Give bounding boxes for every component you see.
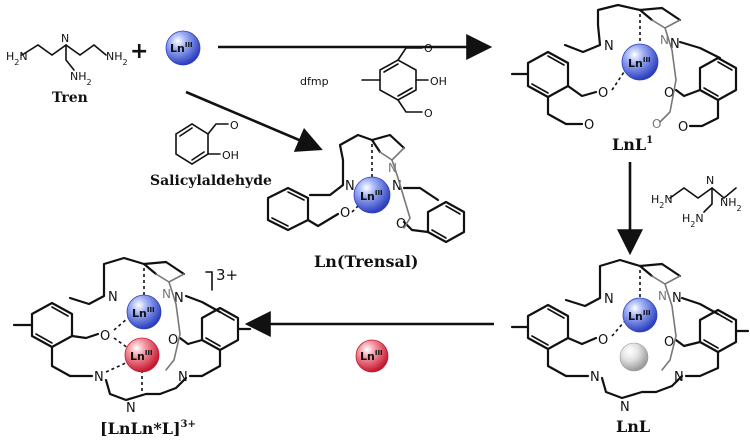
lnlnl-o-right: O: [168, 333, 178, 348]
tren-structure: H2N N NH2 NH2 Tren: [6, 32, 128, 106]
lnl-n-upper-right: N: [672, 291, 682, 306]
tren-nh2-bottom: NH2: [70, 70, 92, 87]
tren2-nh2-right: NH2: [720, 196, 742, 213]
lnl1-ln-text: LnIII: [628, 56, 651, 70]
ln-ion-blue-reagent: LnIII: [165, 30, 201, 66]
trensal-ln-text: LnIII: [360, 189, 383, 203]
lnl1-n-back: N: [660, 33, 669, 47]
tren2-nh2-bottom: H2N: [682, 212, 704, 229]
salicyl-cho: O: [230, 119, 239, 132]
lnl1-label: LnL1: [612, 135, 653, 154]
lnl-label: LnL: [616, 417, 650, 436]
lnl-n-back: N: [658, 289, 667, 303]
tren-label: Tren: [52, 90, 88, 106]
arrow-to-lntrensal: [185, 90, 323, 152]
trensal-n-back: N: [388, 161, 397, 175]
lnlnl-structure: N O N N N O N N LnIII LnIII 3+ [LnLn*L]3…: [12, 256, 252, 438]
lnlnl-ln-red-text: LnIII: [130, 349, 153, 363]
lnl1-structure: N O O N O O N O LnIII LnL1: [510, 3, 738, 154]
tren-n-center: N: [61, 32, 69, 45]
lnl-n-bottom: N: [620, 400, 630, 415]
trensal-n-left: N: [345, 179, 355, 194]
lnlnl-n-upper-right: N: [174, 291, 184, 306]
lnl1-o-left: O: [598, 86, 608, 101]
lnlnl-n-upper-left: N: [108, 290, 118, 305]
lnlnl-n-back: N: [162, 287, 171, 301]
lnl1-cho-left: O: [584, 118, 594, 133]
dfmp-oh: OH: [430, 75, 447, 88]
ln-ion-red-reagent: LnIII: [355, 339, 389, 373]
trensal-n-right: N: [392, 179, 402, 194]
lnl-o-right: O: [664, 335, 674, 350]
lnl-n-upper-left: N: [604, 292, 614, 307]
lntrensal-label: Ln(Trensal): [314, 252, 418, 271]
lnl1-o-back: O: [652, 117, 661, 131]
salicylaldehyde-structure: O OH Salicylaldehyde: [150, 119, 272, 189]
trensal-o-left: O: [340, 206, 350, 221]
salicylaldehyde-label: Salicylaldehyde: [150, 173, 272, 189]
red-ln-text: LnIII: [360, 349, 383, 363]
lnl-o-left: O: [598, 333, 608, 348]
ln-ion-text: LnIII: [170, 41, 193, 55]
lnl-n-lower-right: N: [674, 370, 684, 385]
lnlnl-n-lower-left: N: [94, 370, 104, 385]
tren-reagent-side: N H2N H2N NH2: [651, 174, 742, 229]
lnl-structure: N O N N N O N N LnIII LnL: [510, 258, 750, 436]
dfmp-label: dfmp: [300, 75, 329, 88]
lnl1-cho-right: O: [678, 120, 688, 135]
dfmp-cho-top: O: [424, 42, 433, 55]
lnlnl-o-left: O: [100, 329, 110, 344]
vacant-site-sphere: [619, 342, 649, 372]
tren2-nh2-left: H2N: [651, 193, 673, 210]
lnl1-n-right: N: [670, 37, 680, 52]
lnlnl-ln-blue-text: LnIII: [132, 306, 155, 320]
ln-trensal-structure: N O N O N LnIII Ln(Trensal): [266, 133, 466, 271]
lnl1-o-right: O: [664, 86, 674, 101]
lnlnl-label: [LnLn*L]3+: [100, 419, 196, 438]
dfmp-structure: dfmp O OH O: [300, 42, 447, 120]
lnlnl-charge: 3+: [216, 266, 238, 284]
tren-nh2-left: H2N: [6, 50, 28, 67]
trensal-o-right: O: [396, 217, 406, 232]
lnlnl-n-lower-right: N: [178, 370, 188, 385]
lnl-n-lower-left: N: [590, 370, 600, 385]
tren-nh2-right: NH2: [106, 50, 128, 67]
lnl-ln-text: LnIII: [628, 309, 651, 323]
salicyl-oh: OH: [222, 149, 239, 162]
dfmp-cho-bottom: O: [424, 107, 433, 120]
plus-sign: +: [130, 39, 148, 64]
lnlnl-bracket: [205, 271, 213, 291]
lnlnl-n-bottom: N: [126, 401, 136, 416]
tren2-n-center: N: [706, 174, 714, 187]
lnl1-n-left: N: [604, 39, 614, 54]
